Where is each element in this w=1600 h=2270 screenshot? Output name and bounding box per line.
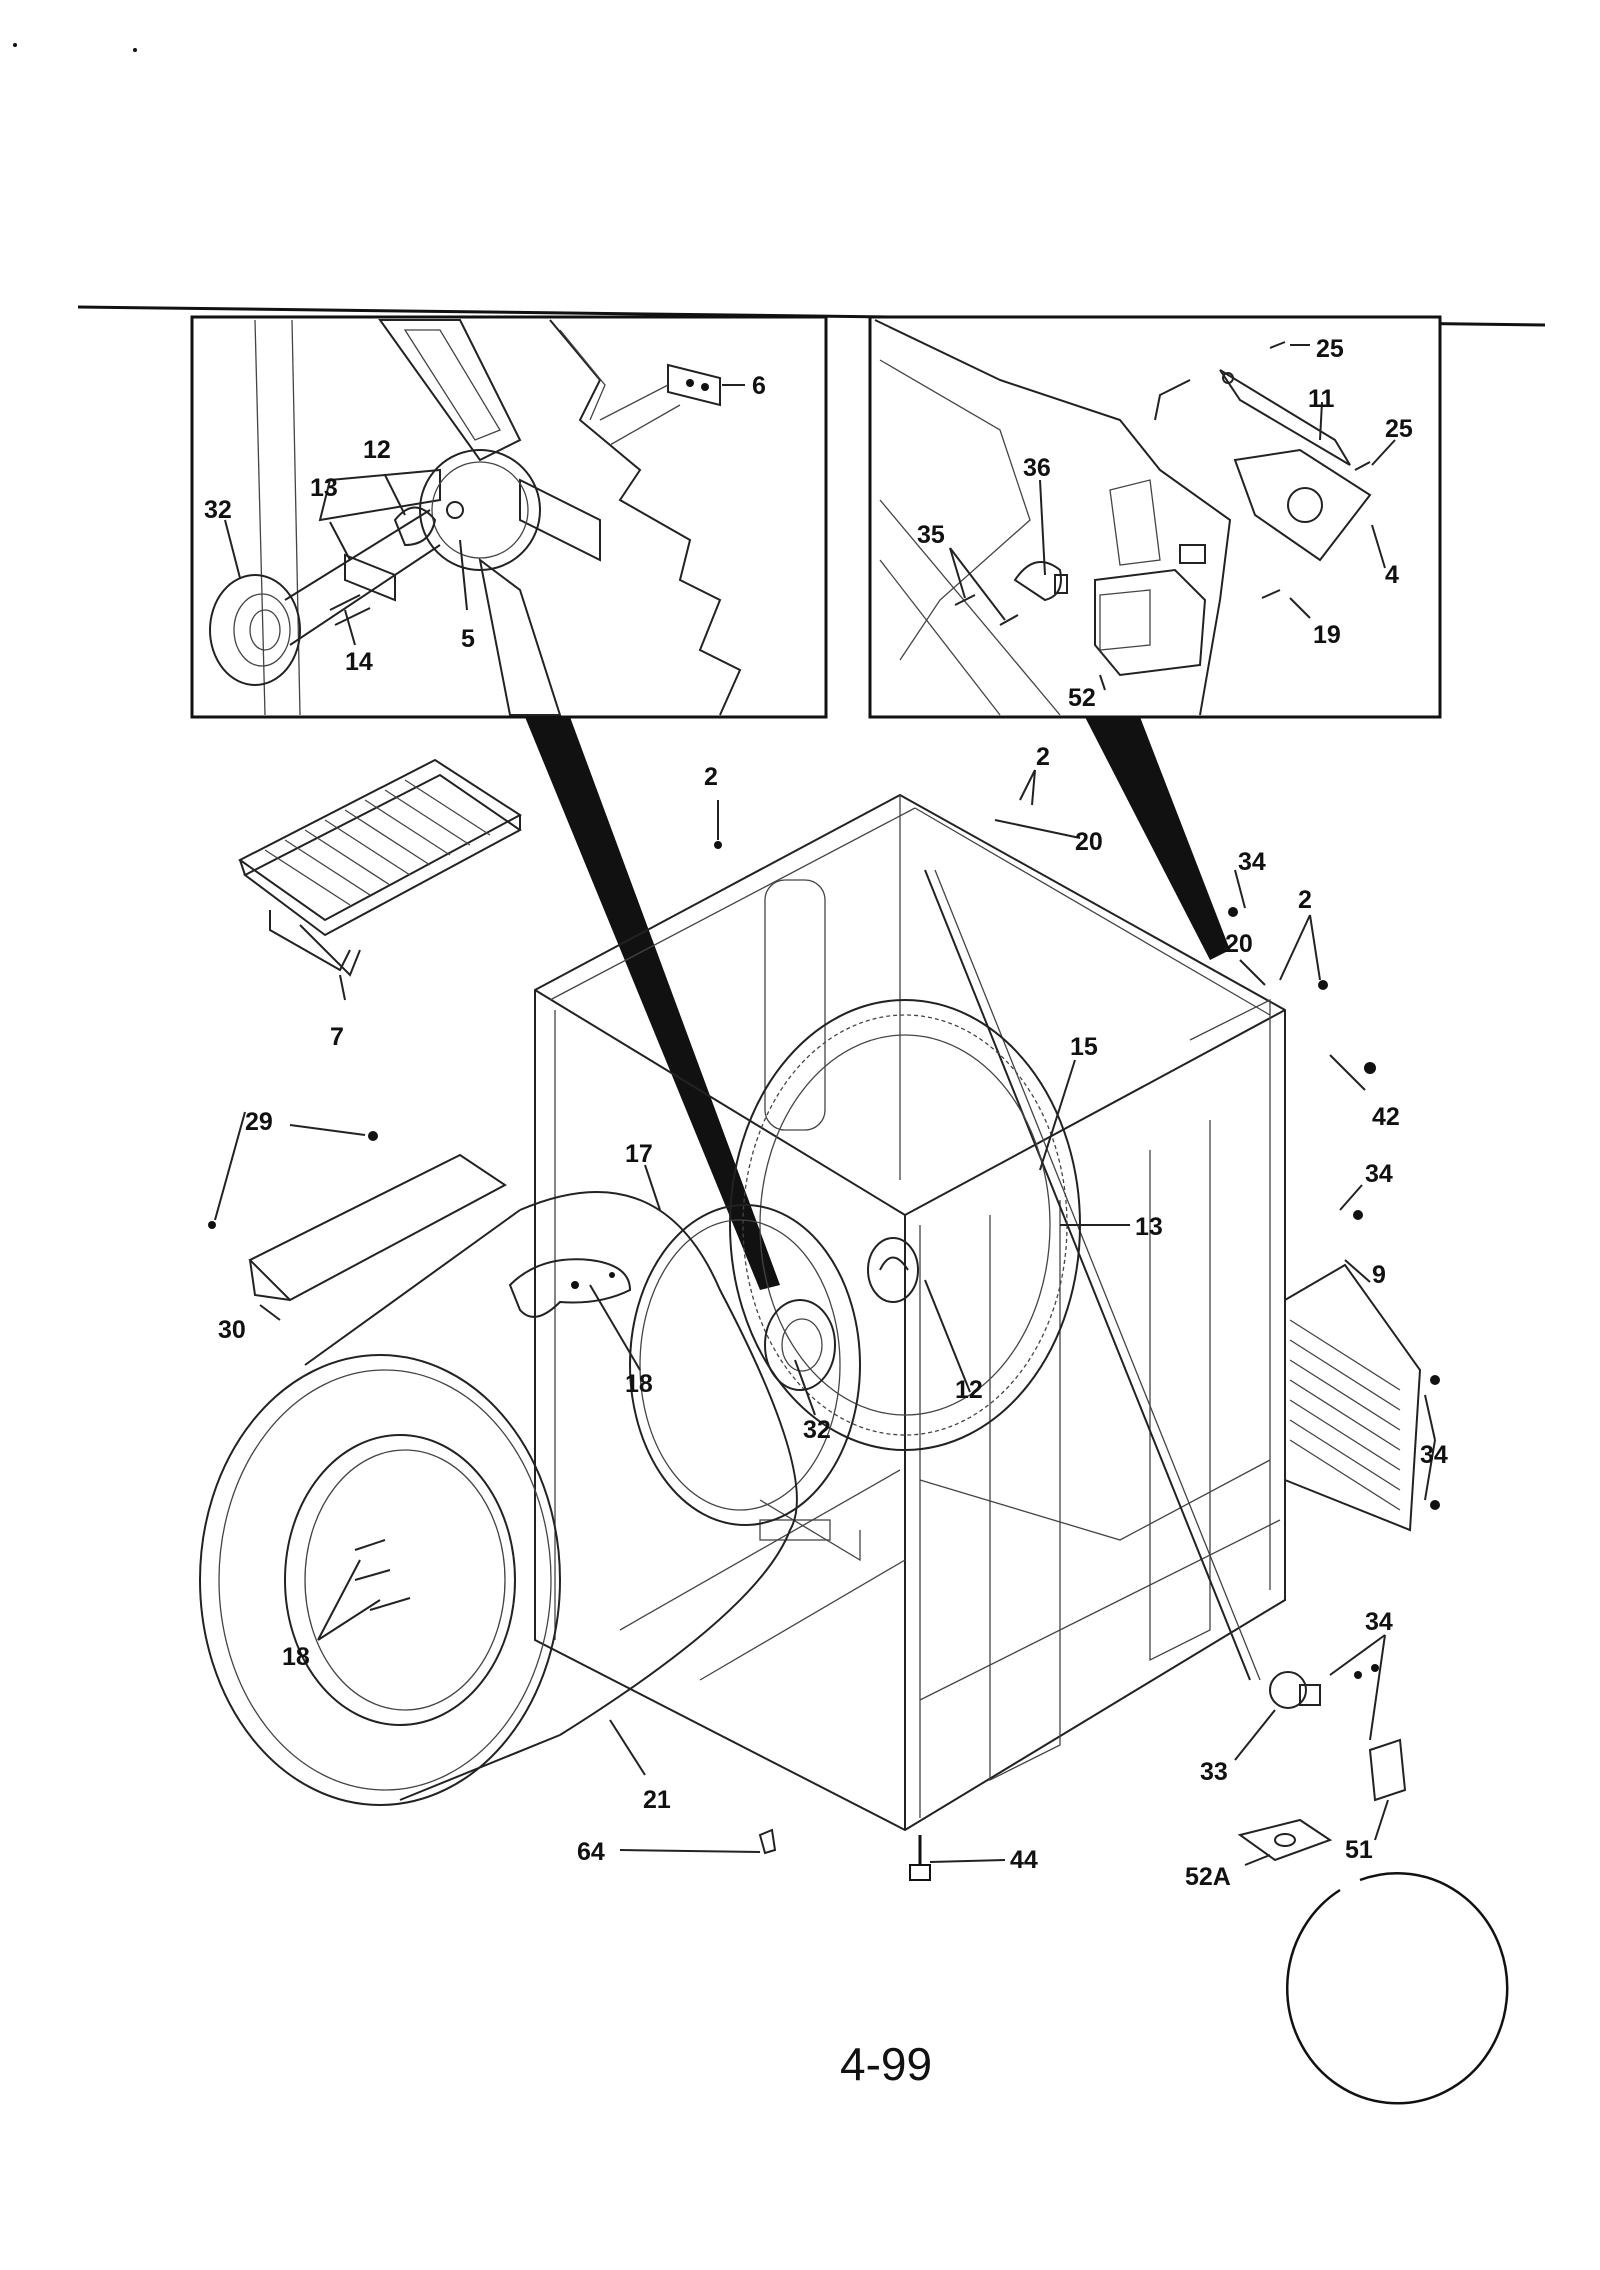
callout-label: 35 [917, 521, 945, 549]
callout-label: 29 [245, 1108, 273, 1136]
callout-label: 18 [282, 1643, 310, 1671]
inset-left-drum-bearing [190, 315, 828, 719]
page-number: 4-99 [840, 2038, 932, 2090]
callout-labels: 6 12 13 32 14 5 25 11 25 36 35 4 19 52 2… [204, 335, 1448, 1891]
callout-label: 52 [1068, 684, 1096, 712]
callout-label: 21 [643, 1786, 671, 1814]
callout-label: 25 [1316, 335, 1344, 363]
callout-label: 13 [1135, 1213, 1163, 1241]
callout-label: 36 [1023, 454, 1051, 482]
callout-label: 2 [1298, 886, 1312, 914]
callout-label: 2 [704, 763, 718, 791]
callout-label: 5 [461, 625, 475, 653]
callout-label: 12 [363, 436, 391, 464]
leader-lines [214, 769, 1436, 1866]
callout-label: 12 [955, 1376, 983, 1404]
callout-label: 13 [310, 474, 338, 502]
drive-belt [924, 869, 1261, 1681]
callout-label: 20 [1075, 828, 1103, 856]
scan-speck [133, 48, 137, 52]
callout-label: 6 [752, 372, 766, 400]
callout-label: 7 [330, 1023, 344, 1051]
inset-bottom-thermostat [1237, 1671, 1509, 2105]
callout-label: 32 [803, 1416, 831, 1444]
lint-guide-30 [248, 1153, 507, 1302]
callout-label: 14 [345, 648, 373, 676]
callout-wedge-left [525, 717, 780, 1290]
callout-label: 4 [1385, 561, 1399, 589]
callout-label: 18 [625, 1370, 653, 1398]
rear-bulkhead-17 [629, 1204, 861, 1526]
inset-right-thermostat-mount [868, 315, 1442, 719]
callout-label: 34 [1365, 1160, 1393, 1188]
callout-label: 51 [1345, 1836, 1373, 1864]
callout-label: 33 [1200, 1758, 1228, 1786]
callout-label: 2 [1036, 743, 1050, 771]
callout-label: 34 [1420, 1441, 1448, 1469]
callout-label: 34 [1238, 848, 1266, 876]
callout-label: 42 [1372, 1103, 1400, 1131]
callout-label: 9 [1372, 1261, 1386, 1289]
callout-wedge-right [1085, 717, 1230, 960]
callout-label: 25 [1385, 415, 1413, 443]
rear-panel-9 [1284, 1263, 1422, 1532]
callout-label: 44 [1010, 1846, 1038, 1874]
callout-label: 32 [204, 496, 232, 524]
callout-label: 11 [1308, 385, 1335, 413]
callout-label: 34 [1365, 1608, 1393, 1636]
screw-markers [208, 841, 1440, 1679]
callout-label: 20 [1225, 930, 1253, 958]
bolt-44 [909, 1835, 931, 1881]
callout-label: 17 [625, 1140, 653, 1168]
clip-64 [758, 1828, 777, 1855]
callout-label: 52A [1185, 1863, 1231, 1891]
callout-label: 30 [218, 1316, 246, 1344]
callout-label: 64 [577, 1838, 605, 1866]
drying-rack-7 [238, 758, 522, 977]
callout-label: 19 [1313, 621, 1341, 649]
dryer-cabinet [534, 793, 1286, 1832]
drum-21 [199, 1191, 798, 1806]
callout-label: 15 [1070, 1033, 1098, 1061]
scan-speck [13, 43, 17, 47]
